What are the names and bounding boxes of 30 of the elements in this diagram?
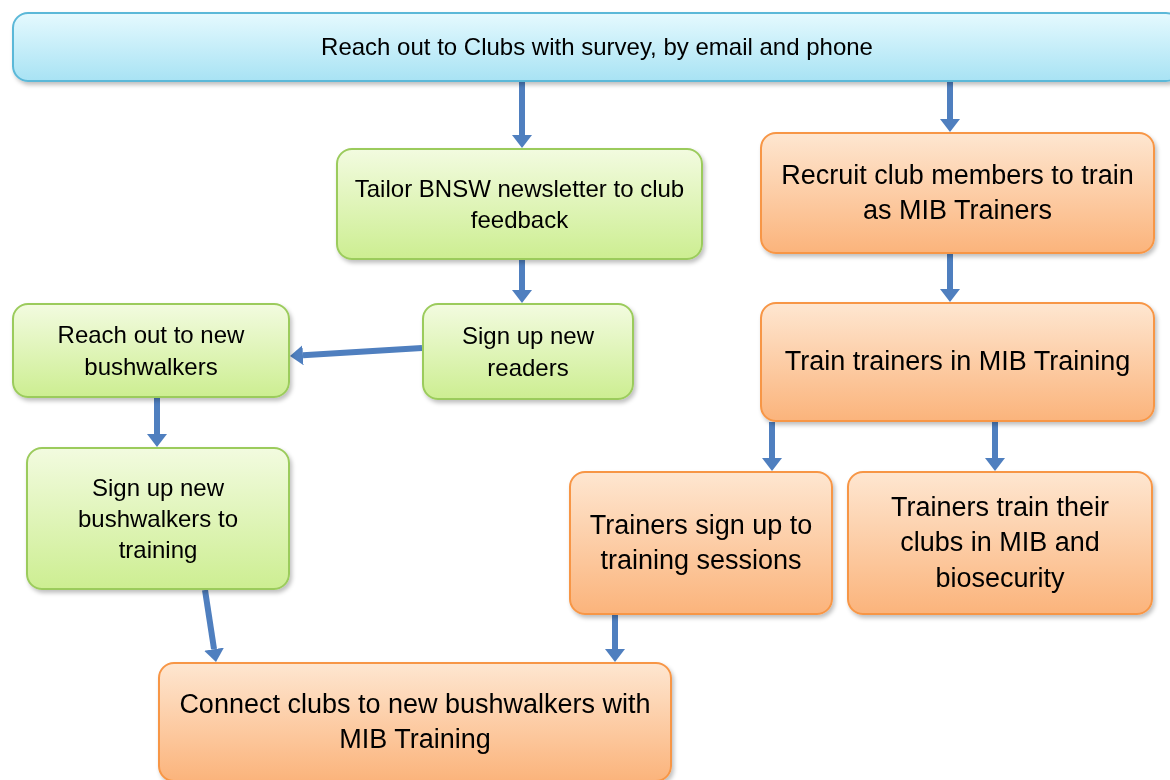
arrow: [512, 82, 532, 148]
process-box: [12, 12, 1170, 82]
box-label: Trainers train their clubs in MIB and biosecurity: [889, 491, 1111, 595]
arrow: [605, 615, 625, 662]
box-label: Trainers sign up to training sessions: [588, 508, 814, 577]
process-box: [12, 303, 290, 398]
arrow: [940, 82, 960, 132]
arrow: [147, 398, 167, 447]
box-label: Connect clubs to new bushwalkers with MIB Training: [178, 687, 652, 756]
arrow: [762, 422, 782, 471]
arrow: [985, 422, 1005, 471]
process-box: [760, 132, 1155, 254]
process-box: [569, 471, 833, 615]
box-label: Sign up new readers: [460, 321, 596, 383]
box-label: Recruit club members to train as MIB Trainers: [780, 158, 1135, 227]
arrow: [202, 589, 224, 662]
arrow: [512, 260, 532, 303]
process-box: [158, 662, 672, 780]
box-label: Reach out to Clubs with survey, by email and phone: [321, 32, 873, 63]
process-box: [760, 302, 1155, 422]
box-label: Sign up new bushwalkers to training: [76, 472, 240, 566]
process-box: [26, 447, 290, 590]
box-label: Tailor BNSW newsletter to club feedback: [353, 173, 686, 235]
box-label: Train trainers in MIB Training: [784, 345, 1131, 379]
process-box: [847, 471, 1153, 615]
process-box: [336, 148, 703, 260]
arrow: [940, 254, 960, 302]
arrow: [290, 345, 423, 366]
process-box: [422, 303, 634, 400]
box-label: Reach out to new bushwalkers: [56, 320, 246, 382]
